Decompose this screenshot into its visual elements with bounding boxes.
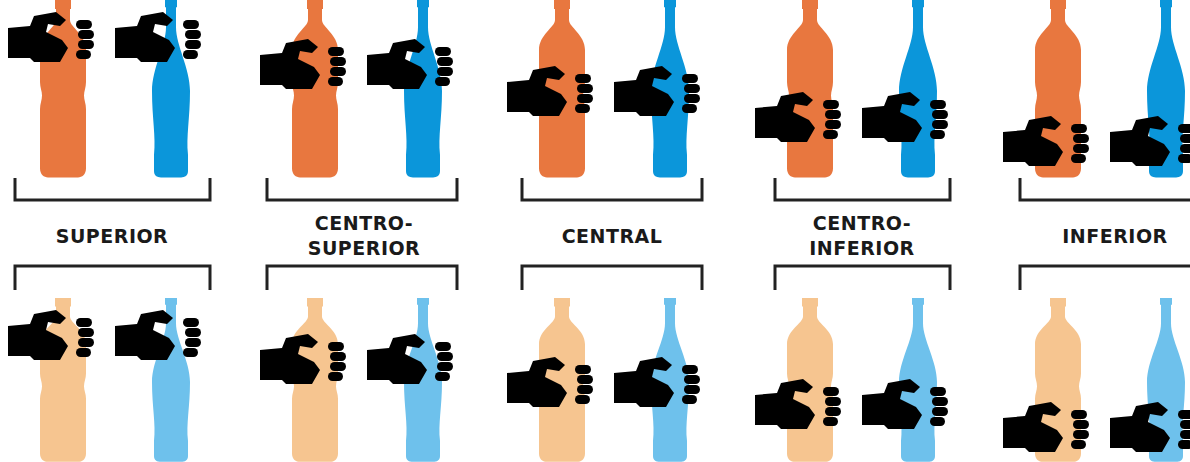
bracket bbox=[522, 178, 702, 200]
bottle bbox=[787, 0, 833, 177]
hand bbox=[8, 310, 94, 360]
grip-label: CENTRAL bbox=[544, 206, 680, 266]
hand bbox=[115, 12, 201, 62]
grip-group bbox=[507, 0, 702, 462]
bracket bbox=[1020, 178, 1190, 200]
grip-label: INFERIOR bbox=[1047, 206, 1183, 266]
bottle bbox=[899, 0, 937, 177]
hand bbox=[507, 357, 593, 407]
grip-label: SUPERIOR bbox=[44, 206, 180, 266]
grip-group bbox=[260, 0, 457, 462]
hand bbox=[260, 39, 346, 89]
hand bbox=[8, 12, 94, 62]
hand bbox=[115, 310, 201, 360]
grip-group bbox=[1003, 0, 1190, 462]
hand bbox=[755, 92, 841, 142]
grip-group bbox=[755, 0, 950, 462]
bracket bbox=[775, 266, 950, 290]
hand bbox=[507, 66, 593, 116]
bracket bbox=[15, 178, 210, 200]
bottle bbox=[899, 298, 937, 462]
hand bbox=[614, 66, 700, 116]
hand bbox=[1003, 402, 1089, 452]
hand bbox=[1110, 116, 1190, 166]
bracket bbox=[522, 266, 702, 290]
hand bbox=[862, 379, 948, 429]
hand bbox=[1003, 116, 1089, 166]
hand bbox=[862, 92, 948, 142]
hand bbox=[367, 39, 453, 89]
bracket bbox=[267, 178, 457, 200]
bracket bbox=[15, 266, 210, 290]
hand bbox=[367, 334, 453, 384]
bracket bbox=[1020, 266, 1190, 290]
grip-label: CENTRO- SUPERIOR bbox=[296, 206, 432, 266]
hand bbox=[1110, 402, 1190, 452]
grip-label: CENTRO- INFERIOR bbox=[794, 206, 930, 266]
bracket bbox=[267, 266, 457, 290]
hand bbox=[614, 357, 700, 407]
hand bbox=[260, 334, 346, 384]
grip-group bbox=[8, 0, 210, 462]
bottle bbox=[787, 298, 833, 462]
bracket bbox=[775, 178, 950, 200]
hand bbox=[755, 379, 841, 429]
